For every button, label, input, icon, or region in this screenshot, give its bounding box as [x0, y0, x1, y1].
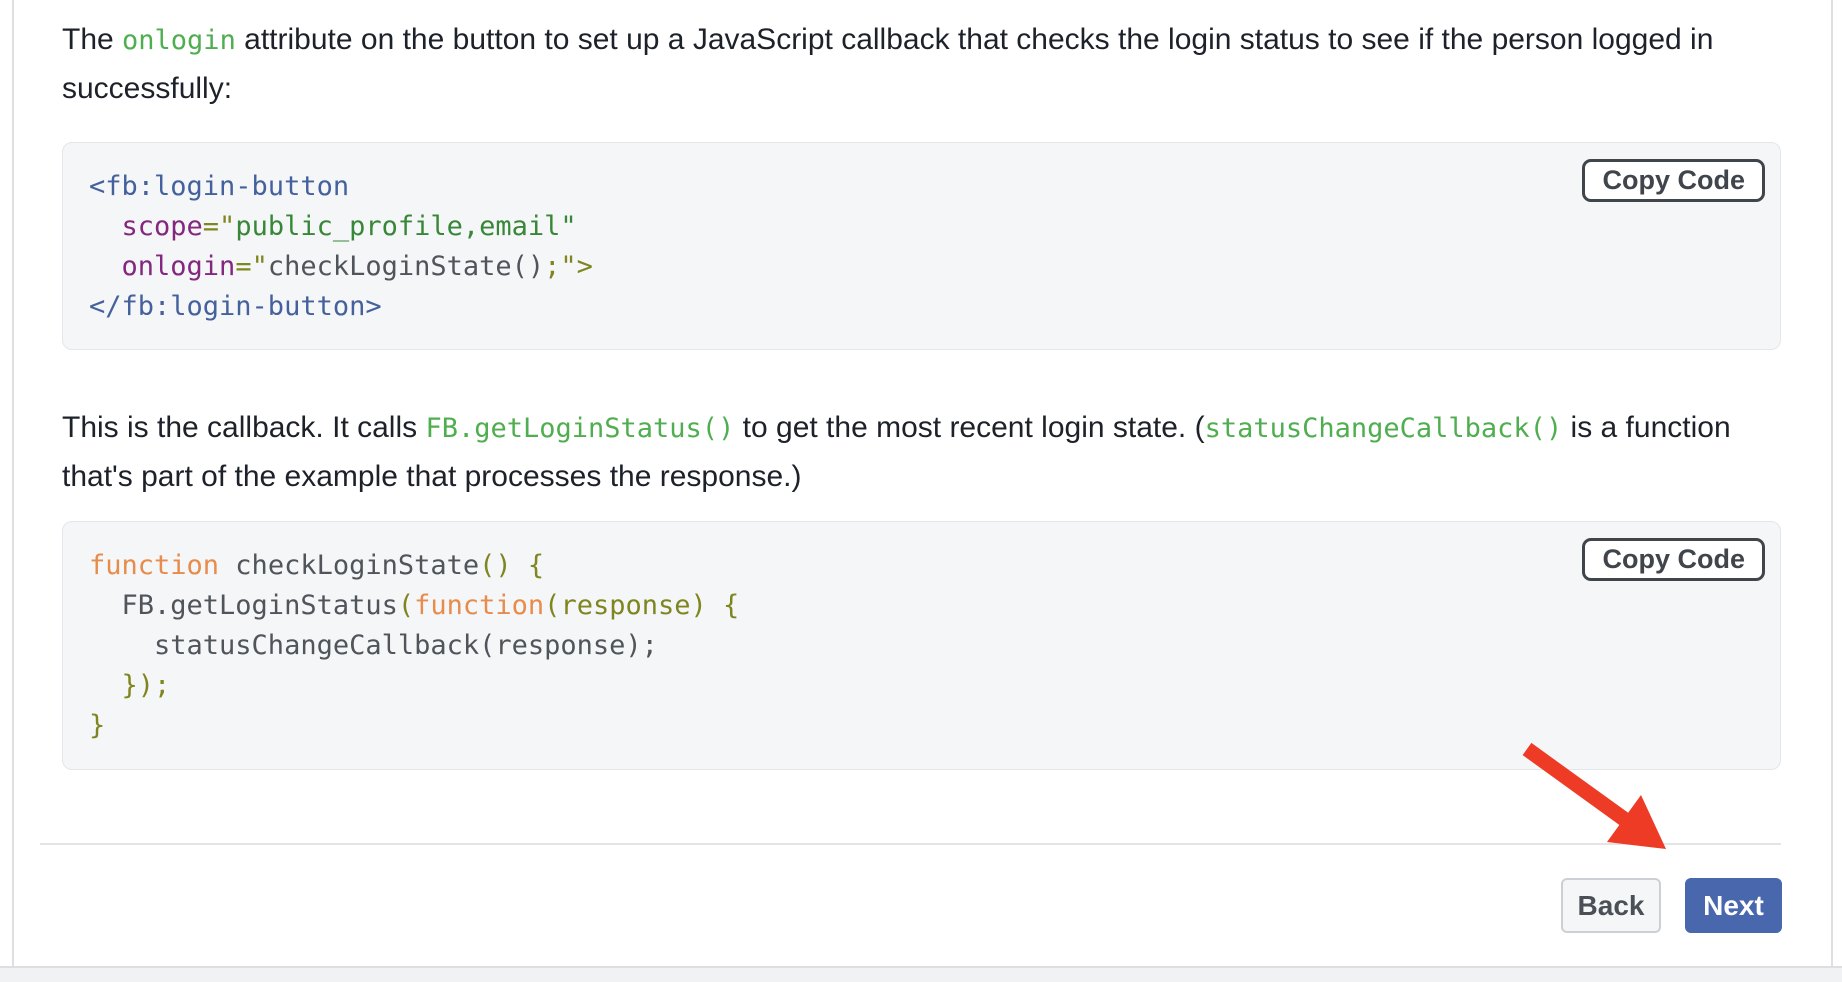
section-divider — [40, 843, 1781, 845]
paragraph-onlogin-intro: The onlogin attribute on the button to s… — [62, 16, 1774, 113]
code-line: function checkLoginState() { — [89, 550, 545, 581]
code-line: statusChangeCallback(response); — [89, 630, 658, 661]
page-left-border — [12, 0, 14, 966]
paragraph-text: is a function that's part of the example… — [62, 411, 1731, 493]
paragraph-text: attribute on the button to set up a Java… — [62, 23, 1714, 105]
bottom-section-edge — [0, 966, 1842, 982]
code-content: <fb:login-button scope="public_profile,e… — [89, 167, 1754, 327]
copy-code-button-2[interactable]: Copy Code — [1582, 538, 1765, 581]
inline-code: FB.getLoginStatus() — [425, 413, 735, 444]
paragraph-text: The — [62, 23, 123, 56]
paragraph-text: This is the callback. It calls — [62, 411, 426, 444]
copy-code-button-1[interactable]: Copy Code — [1582, 159, 1765, 202]
code-block-fb-login-button: <fb:login-button scope="public_profile,e… — [62, 142, 1781, 350]
arrow-head-icon — [1607, 795, 1666, 849]
code-content: function checkLoginState() { FB.getLogin… — [89, 546, 1754, 746]
inline-code: statusChangeCallback() — [1204, 413, 1563, 444]
code-line: } — [89, 710, 106, 741]
back-button[interactable]: Back — [1561, 878, 1661, 933]
code-block-check-login-state: function checkLoginState() { FB.getLogin… — [62, 521, 1781, 770]
code-line: FB.getLoginStatus(function(response) { — [89, 590, 740, 621]
code-line: <fb:login-button — [89, 171, 350, 202]
next-button[interactable]: Next — [1685, 878, 1782, 933]
code-line: </fb:login-button> — [89, 291, 382, 322]
code-line: scope="public_profile,email" — [121, 211, 577, 242]
paragraph-callback-explanation: This is the callback. It calls FB.getLog… — [62, 404, 1774, 501]
code-line: }); — [89, 670, 171, 701]
page-right-border — [1831, 0, 1833, 966]
inline-code: onlogin — [122, 25, 236, 56]
code-line: onlogin="checkLoginState();"> — [121, 251, 593, 282]
paragraph-text: to get the most recent login state. ( — [734, 411, 1205, 444]
